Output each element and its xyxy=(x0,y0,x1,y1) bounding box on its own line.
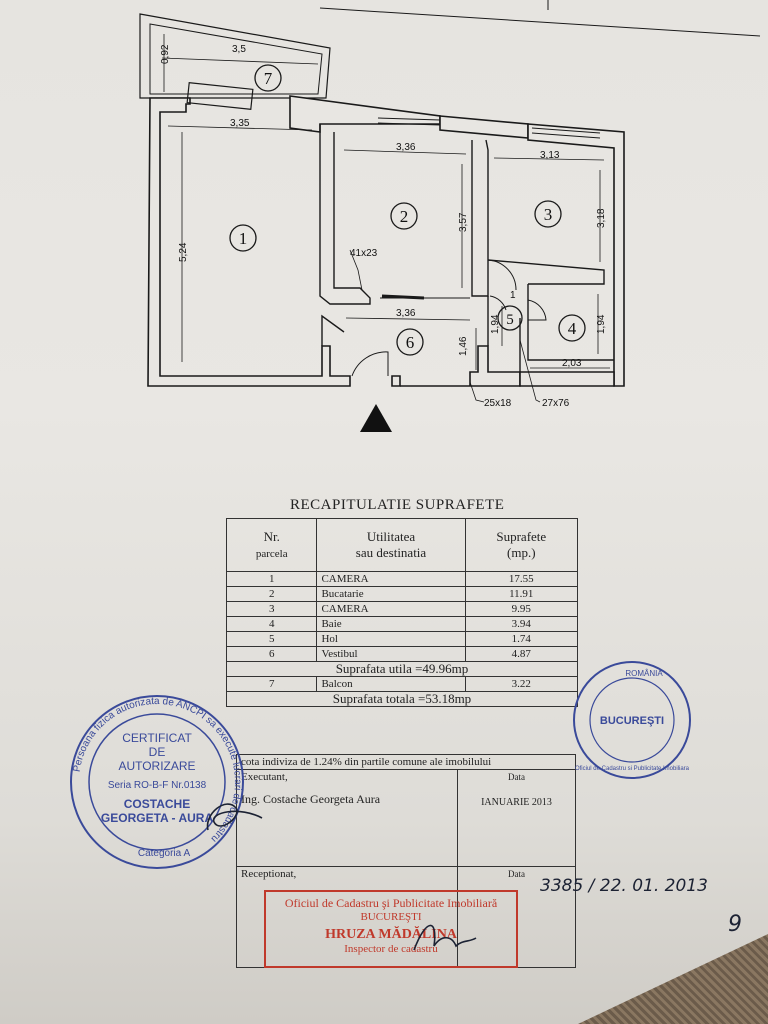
svg-text:Categoria A: Categoria A xyxy=(138,848,191,859)
room-1-marker xyxy=(229,224,257,252)
executant-date: IANUARIE 2013 xyxy=(481,797,552,808)
stamp-romania: ROMÂNIA xyxy=(625,669,663,678)
dim-3-5: 3,5 xyxy=(232,44,246,55)
ocpi-stamp: ROMÂNIA BUCUREŞTI Oficiul de Cadastru si… xyxy=(573,661,691,779)
inspector-signature xyxy=(413,924,477,951)
suprafata-totala: Suprafata totala =53.18mp xyxy=(226,691,578,707)
dim-3-57: 3,57 xyxy=(458,212,469,232)
room-label-4: 4 xyxy=(568,319,577,338)
svg-text:COSTACHE: COSTACHE xyxy=(124,797,190,811)
dim-1-94-baie: 1,94 xyxy=(596,314,607,334)
stamp-ocpi-ring: Oficiul de Cadastru si Publicitate Imobi… xyxy=(575,766,690,772)
inspector-stamp: Oficiul de Cadastru şi Publicitate Imobi… xyxy=(264,890,518,968)
room-label-7: 7 xyxy=(264,69,273,88)
svg-text:DE: DE xyxy=(149,745,166,759)
col-area-header: Suprafete(mp.) xyxy=(464,518,579,572)
dim-3-13: 3,13 xyxy=(540,150,560,161)
svg-text:GEORGETA - AURA: GEORGETA - AURA xyxy=(101,811,214,825)
room-6-marker xyxy=(396,328,424,356)
room-3-marker xyxy=(534,200,562,228)
svg-text:CERTIFICAT: CERTIFICAT xyxy=(122,731,192,745)
recap-title: RECAPITULATIE SUPRAFETE xyxy=(290,497,505,513)
dim-1: 1 xyxy=(510,290,516,301)
executant-label: Executant, xyxy=(241,771,288,783)
authorization-stamp: Persoana fizica autorizata de ANCPI sa e… xyxy=(70,695,244,869)
executant-signature xyxy=(206,803,263,831)
receptionat-label: Receptionat, xyxy=(241,868,297,880)
executant-date-cell: Data IANUARIE 2013 xyxy=(457,769,576,867)
dim-25x18: 25x18 xyxy=(484,398,512,409)
signature-table: cota indiviza de 1.24% din partile comun… xyxy=(236,754,576,968)
room-7-marker xyxy=(254,64,282,92)
svg-text:Seria RO-B-F Nr.0138: Seria RO-B-F Nr.0138 xyxy=(108,780,207,791)
room-5-marker xyxy=(497,305,523,331)
receptionat-cell: Receptionat, xyxy=(236,866,458,968)
room-2-marker xyxy=(390,202,418,230)
room-label-6: 6 xyxy=(406,333,415,352)
dim-3-35: 3,35 xyxy=(230,118,250,129)
total-row: Suprafata totala =53.18mp xyxy=(226,691,578,707)
dim-1-94-hol: 1,94 xyxy=(490,314,501,334)
room-label-2: 2 xyxy=(400,207,409,226)
dim-3-36-hall: 3,36 xyxy=(396,308,416,319)
floor-plan: 7 1 2 3 5 4 6 0,92 3,5 3,35 5,24 3,36 3,… xyxy=(139,0,761,432)
dim-3-36-top: 3,36 xyxy=(396,142,416,153)
north-arrow-icon xyxy=(360,404,392,432)
dim-41x23: 41x23 xyxy=(350,248,378,259)
dim-27x76: 27x76 xyxy=(542,398,570,409)
executant-name: Ing. Costache Georgeta Aura xyxy=(241,792,381,806)
util-row: Suprafata utila =49.96mp xyxy=(226,661,578,677)
registration-number: 3385 / 22. 01. 2013 xyxy=(540,876,708,896)
col-nr-header: Nr.parcela xyxy=(225,518,318,572)
stamp-bucuresti: BUCUREŞTI xyxy=(600,715,664,727)
room-4-marker xyxy=(558,314,586,342)
room-label-1: 1 xyxy=(239,229,248,248)
page-number: 9 xyxy=(728,912,742,937)
room-label-5: 5 xyxy=(506,312,514,328)
room-label-3: 3 xyxy=(544,205,553,224)
svg-text:AUTORIZARE: AUTORIZARE xyxy=(118,759,195,773)
dim-3-18: 3,18 xyxy=(596,208,607,228)
dim-5-24: 5,24 xyxy=(178,242,189,262)
cota-indiviza: cota indiviza de 1.24% din partile comun… xyxy=(236,754,576,770)
suprafata-utila: Suprafata utila =49.96mp xyxy=(226,661,578,677)
dim-2-03: 2,03 xyxy=(562,358,582,369)
dim-1-46: 1,46 xyxy=(458,336,469,356)
dim-0-92: 0,92 xyxy=(160,44,171,64)
